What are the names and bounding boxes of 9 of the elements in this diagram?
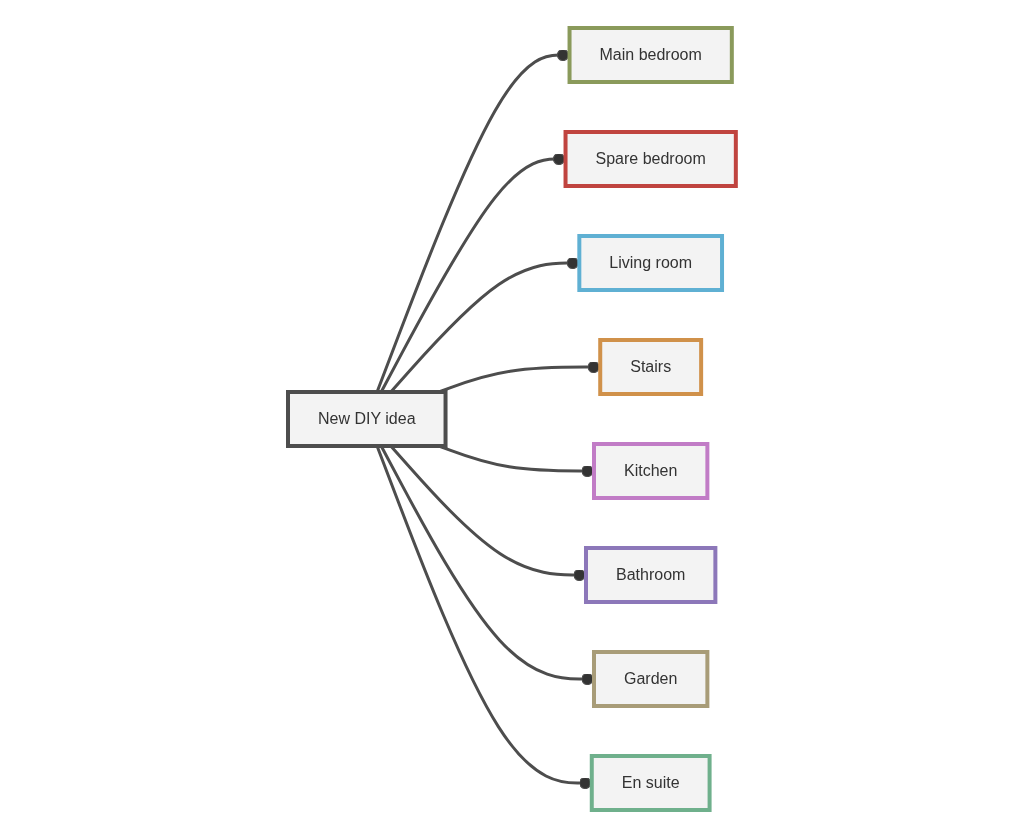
- node-box: Main bedroom: [567, 26, 734, 84]
- node-box: Bathroom: [584, 546, 718, 604]
- node-box: En suite: [589, 754, 712, 812]
- node-box: Spare bedroom: [563, 130, 738, 188]
- node-box: Kitchen: [592, 442, 710, 500]
- node-box: Garden: [592, 650, 710, 708]
- node-box: New DIY idea: [286, 390, 448, 448]
- node-box: Stairs: [598, 338, 704, 396]
- node-box: Living room: [577, 234, 725, 292]
